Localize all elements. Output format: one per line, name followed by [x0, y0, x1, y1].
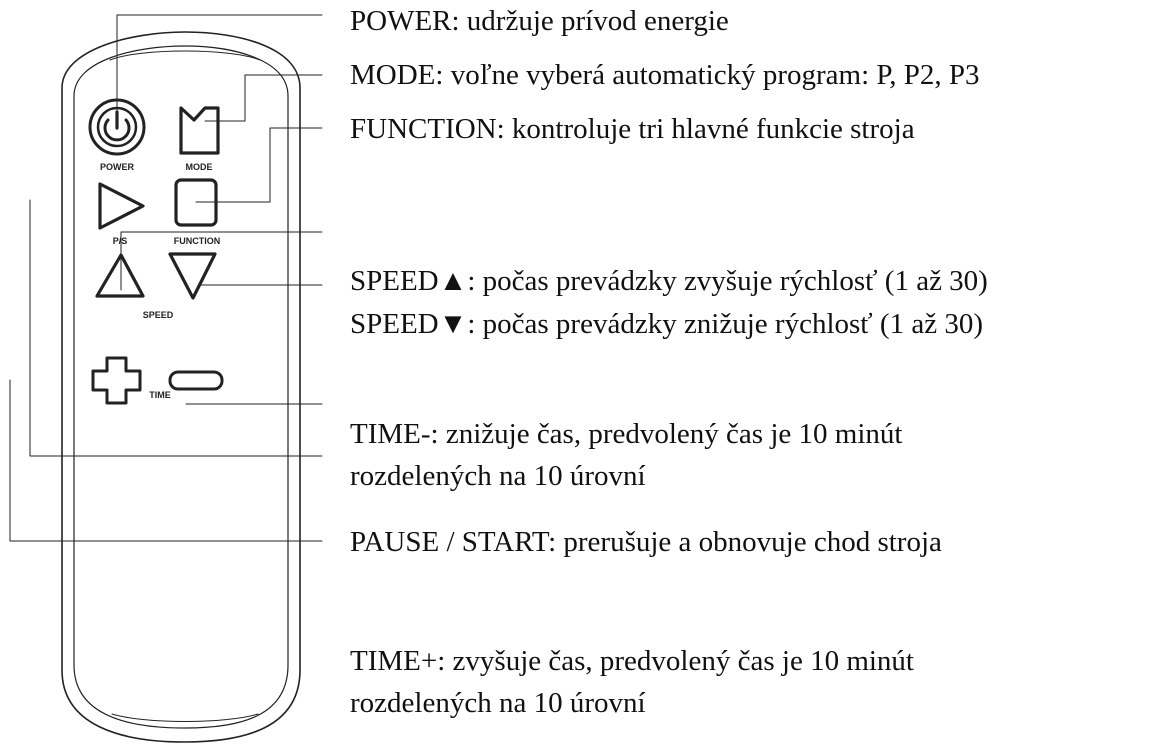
- remote-outer-outline: [61, 31, 301, 743]
- desc-time-plus: TIME+: zvyšuje čas, predvolený čas je 10…: [350, 645, 914, 719]
- leader-time-plus: [29, 199, 323, 457]
- pause-start-button[interactable]: [98, 182, 145, 230]
- desc-function: FUNCTION: kontroluje tri hlavné funkcie …: [350, 113, 915, 145]
- function-label: FUNCTION: [174, 236, 221, 246]
- triangle-up-icon: [95, 253, 145, 298]
- desc-time-minus: TIME-: znižuje čas, predvolený čas je 10…: [350, 418, 903, 492]
- leader-speed-up: [120, 231, 323, 291]
- plus-icon: [91, 356, 142, 405]
- desc-mode: MODE: voľne vyberá automatický program: …: [350, 59, 980, 91]
- mode-label: MODE: [186, 162, 213, 172]
- leader-lines: [9, 14, 323, 542]
- desc-speed-up: SPEED▲: počas prevádzky zvyšuje rýchlosť…: [350, 265, 988, 297]
- speed-down-button[interactable]: [168, 252, 217, 300]
- minus-icon: [168, 370, 224, 391]
- play-icon: [98, 182, 145, 230]
- triangle-down-icon: [168, 252, 217, 300]
- leader-pause-start: [9, 379, 323, 542]
- desc-speed-down: SPEED▼: počas prevádzky znižuje rýchlosť…: [350, 308, 983, 340]
- remote-inner-outline: [73, 45, 289, 729]
- remote-bottom-ridge: [111, 713, 259, 722]
- leader-mode: [204, 74, 323, 122]
- time-plus-button[interactable]: [91, 356, 142, 405]
- power-icon: [103, 118, 131, 142]
- speed-label: SPEED: [143, 310, 174, 320]
- power-label: POWER: [100, 162, 135, 172]
- remote-top-ridge: [109, 50, 261, 61]
- desc-pause-start: PAUSE / START: prerušuje a obnovuje chod…: [350, 526, 942, 558]
- speed-up-button[interactable]: [95, 253, 145, 298]
- leader-power: [116, 14, 323, 111]
- ps-label: P/S: [113, 236, 128, 246]
- leader-function: [195, 127, 323, 203]
- mode-icon: [179, 106, 220, 155]
- mode-button[interactable]: [179, 106, 220, 155]
- time-label: TIME: [149, 390, 171, 400]
- time-minus-button[interactable]: [168, 370, 224, 391]
- desc-power: POWER: udržuje prívod energie: [350, 5, 729, 37]
